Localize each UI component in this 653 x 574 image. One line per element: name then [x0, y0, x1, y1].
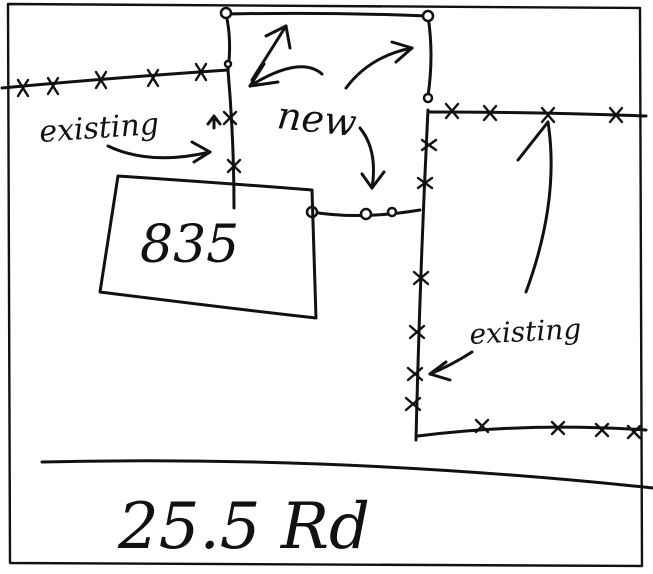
existing-fence-vertical-left — [222, 68, 242, 210]
new-fence — [219, 6, 435, 104]
arrow-existing-right-left — [428, 350, 474, 382]
label-new: new — [275, 93, 359, 145]
arrow-existing-left — [106, 140, 212, 164]
existing-fence-right-bottom — [416, 418, 648, 440]
road-line — [40, 459, 653, 490]
house-outline — [98, 174, 318, 320]
new-gate-segment — [305, 205, 422, 221]
label-existing-left: existing — [38, 107, 160, 150]
arrow-existing-left-up — [206, 114, 222, 130]
gate-post-middle — [359, 207, 373, 221]
fence-post-left — [223, 59, 233, 69]
fence-post-right-bottom — [422, 92, 434, 104]
arrow-new-top-right — [344, 40, 414, 90]
existing-fence-right — [404, 108, 438, 442]
label-existing-right: existing — [469, 312, 582, 351]
existing-fence-top-left — [0, 62, 230, 98]
existing-fence-right-top — [426, 102, 648, 124]
fence-post-top-right — [421, 9, 435, 23]
gate-post-right — [386, 206, 398, 218]
page-border — [6, 2, 644, 568]
arrow-new-down — [358, 126, 386, 190]
label-road: 25.5 Rd — [117, 490, 370, 564]
fence-post-top-left — [219, 6, 233, 20]
label-lot-number: 835 — [140, 215, 239, 275]
arrow-new-double — [248, 24, 324, 88]
arrow-existing-right-up — [516, 120, 553, 294]
